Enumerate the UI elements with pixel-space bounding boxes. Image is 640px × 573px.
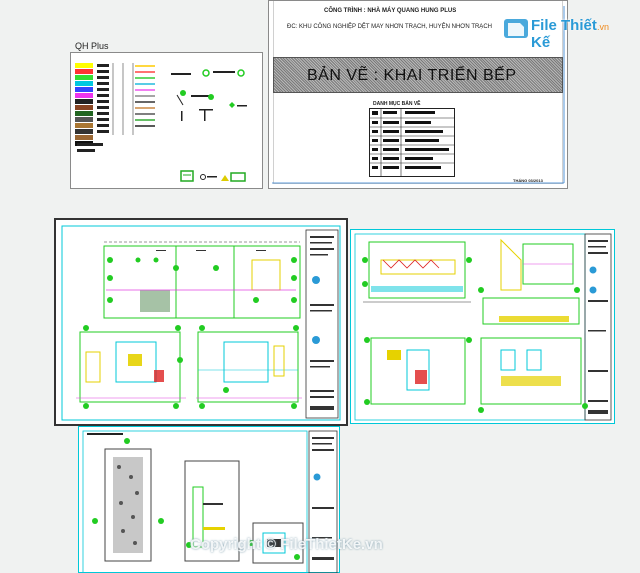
bottom-right-plan [196,325,302,409]
legend-sheet-title: QH Plus [75,41,109,51]
bottom-left-plan [76,325,186,409]
drawing-index-title: DANH MỤC BẢN VẼ [373,101,421,107]
site-logo[interactable]: File Thiết Kế .vn [503,12,615,51]
detail-drawing [82,430,338,573]
copyright-watermark: Copyright © FileThietKe.vn [190,536,383,553]
color-swatch-table [75,63,155,152]
elevations-sheet[interactable] [350,229,615,424]
legend-sheet[interactable]: QH Plus [70,41,263,189]
drawing-title: BẢN VẼ : KHAI TRIỂN BẾP [307,67,517,84]
title-band [273,57,563,93]
legend-sheet-drawing [75,63,247,182]
elevations-drawing [354,233,612,421]
top-plan [103,241,301,319]
drawing-index-table [369,108,455,177]
location-line: ĐC: KHU CÔNG NGHIỆP DỆT MAY NHƠN TRẠCH, … [287,24,492,30]
cover-frame-ticks [272,6,565,184]
detail-sheet[interactable] [78,426,340,573]
floor-plan-drawing [61,225,341,421]
logo-text: File Thiết Kế [531,17,597,51]
project-line: CÔNG TRÌNH : NHÀ MÁY QUANG HUNG PLUS [324,8,457,14]
floor-plan-sheet[interactable] [54,218,348,426]
logo-suffix: .vn [597,22,610,32]
symbol-legend [171,69,247,182]
issue-date: THÁNG 03/2013 [513,178,543,183]
logo-badge-icon [504,19,528,38]
